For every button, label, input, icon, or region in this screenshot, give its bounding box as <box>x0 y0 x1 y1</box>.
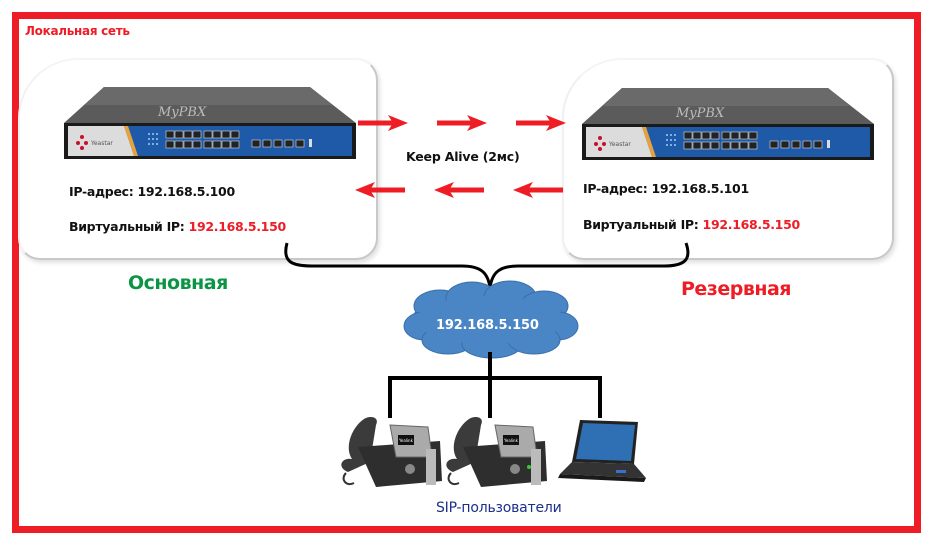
backup-role-label: Резервная <box>681 278 792 300</box>
backup-pbx-device-icon: Yeastar MyPBX <box>582 88 874 160</box>
primary-virtual-ip: Виртуальный IP: 192.168.5.150 <box>69 219 286 234</box>
virtual-ip-label: Виртуальный IP: <box>69 219 185 234</box>
backup-virtual-ip: Виртуальный IP: 192.168.5.150 <box>583 217 800 232</box>
local-network-label: Локальная сеть <box>25 24 130 38</box>
client-connection-lines <box>388 352 602 418</box>
keepalive-arrow-left-icon <box>355 182 405 198</box>
virtual-ip-label: Виртуальный IP: <box>583 217 699 232</box>
ip-phone-icon: Yealink <box>341 417 442 487</box>
ip-label: IP-адрес: <box>583 181 648 196</box>
keepalive-arrow-left-icon <box>513 182 563 198</box>
vendor-logo-text: Yeastar <box>608 141 631 148</box>
keepalive-arrow-right-icon <box>358 115 408 131</box>
keepalive-label: Keep Alive (2мс) <box>406 149 520 164</box>
primary-role-label: Основная <box>128 272 228 294</box>
laptop-icon <box>558 420 646 482</box>
ip-label: IP-адрес: <box>69 184 134 199</box>
virtual-ip-value: 192.168.5.150 <box>702 217 801 232</box>
keepalive-arrow-left-icon <box>434 182 484 198</box>
svg-text:Yealink: Yealink <box>398 438 414 443</box>
cloud-virtual-ip-label: 192.168.5.150 <box>436 318 539 333</box>
svg-text:Yealink: Yealink <box>503 438 519 443</box>
ip-value: 192.168.5.100 <box>137 184 236 199</box>
keepalive-arrow-right-icon <box>516 115 566 131</box>
vendor-logo-text: Yeastar <box>90 140 113 147</box>
sip-users-label: SIP-пользователи <box>436 500 562 516</box>
ip-phone-icon: Yealink <box>446 417 547 487</box>
backup-ip-address: IP-адрес: 192.168.5.101 <box>583 181 749 196</box>
device-brand-text: MyPBX <box>157 105 207 120</box>
brace-connector <box>284 242 690 289</box>
device-brand-text: MyPBX <box>675 106 725 121</box>
primary-ip-address: IP-адрес: 192.168.5.100 <box>69 184 235 199</box>
keepalive-arrow-right-icon <box>437 115 487 131</box>
ip-value: 192.168.5.101 <box>651 181 750 196</box>
virtual-ip-value: 192.168.5.150 <box>188 219 287 234</box>
primary-pbx-device-icon: Yeastar MyPBX <box>64 87 356 159</box>
